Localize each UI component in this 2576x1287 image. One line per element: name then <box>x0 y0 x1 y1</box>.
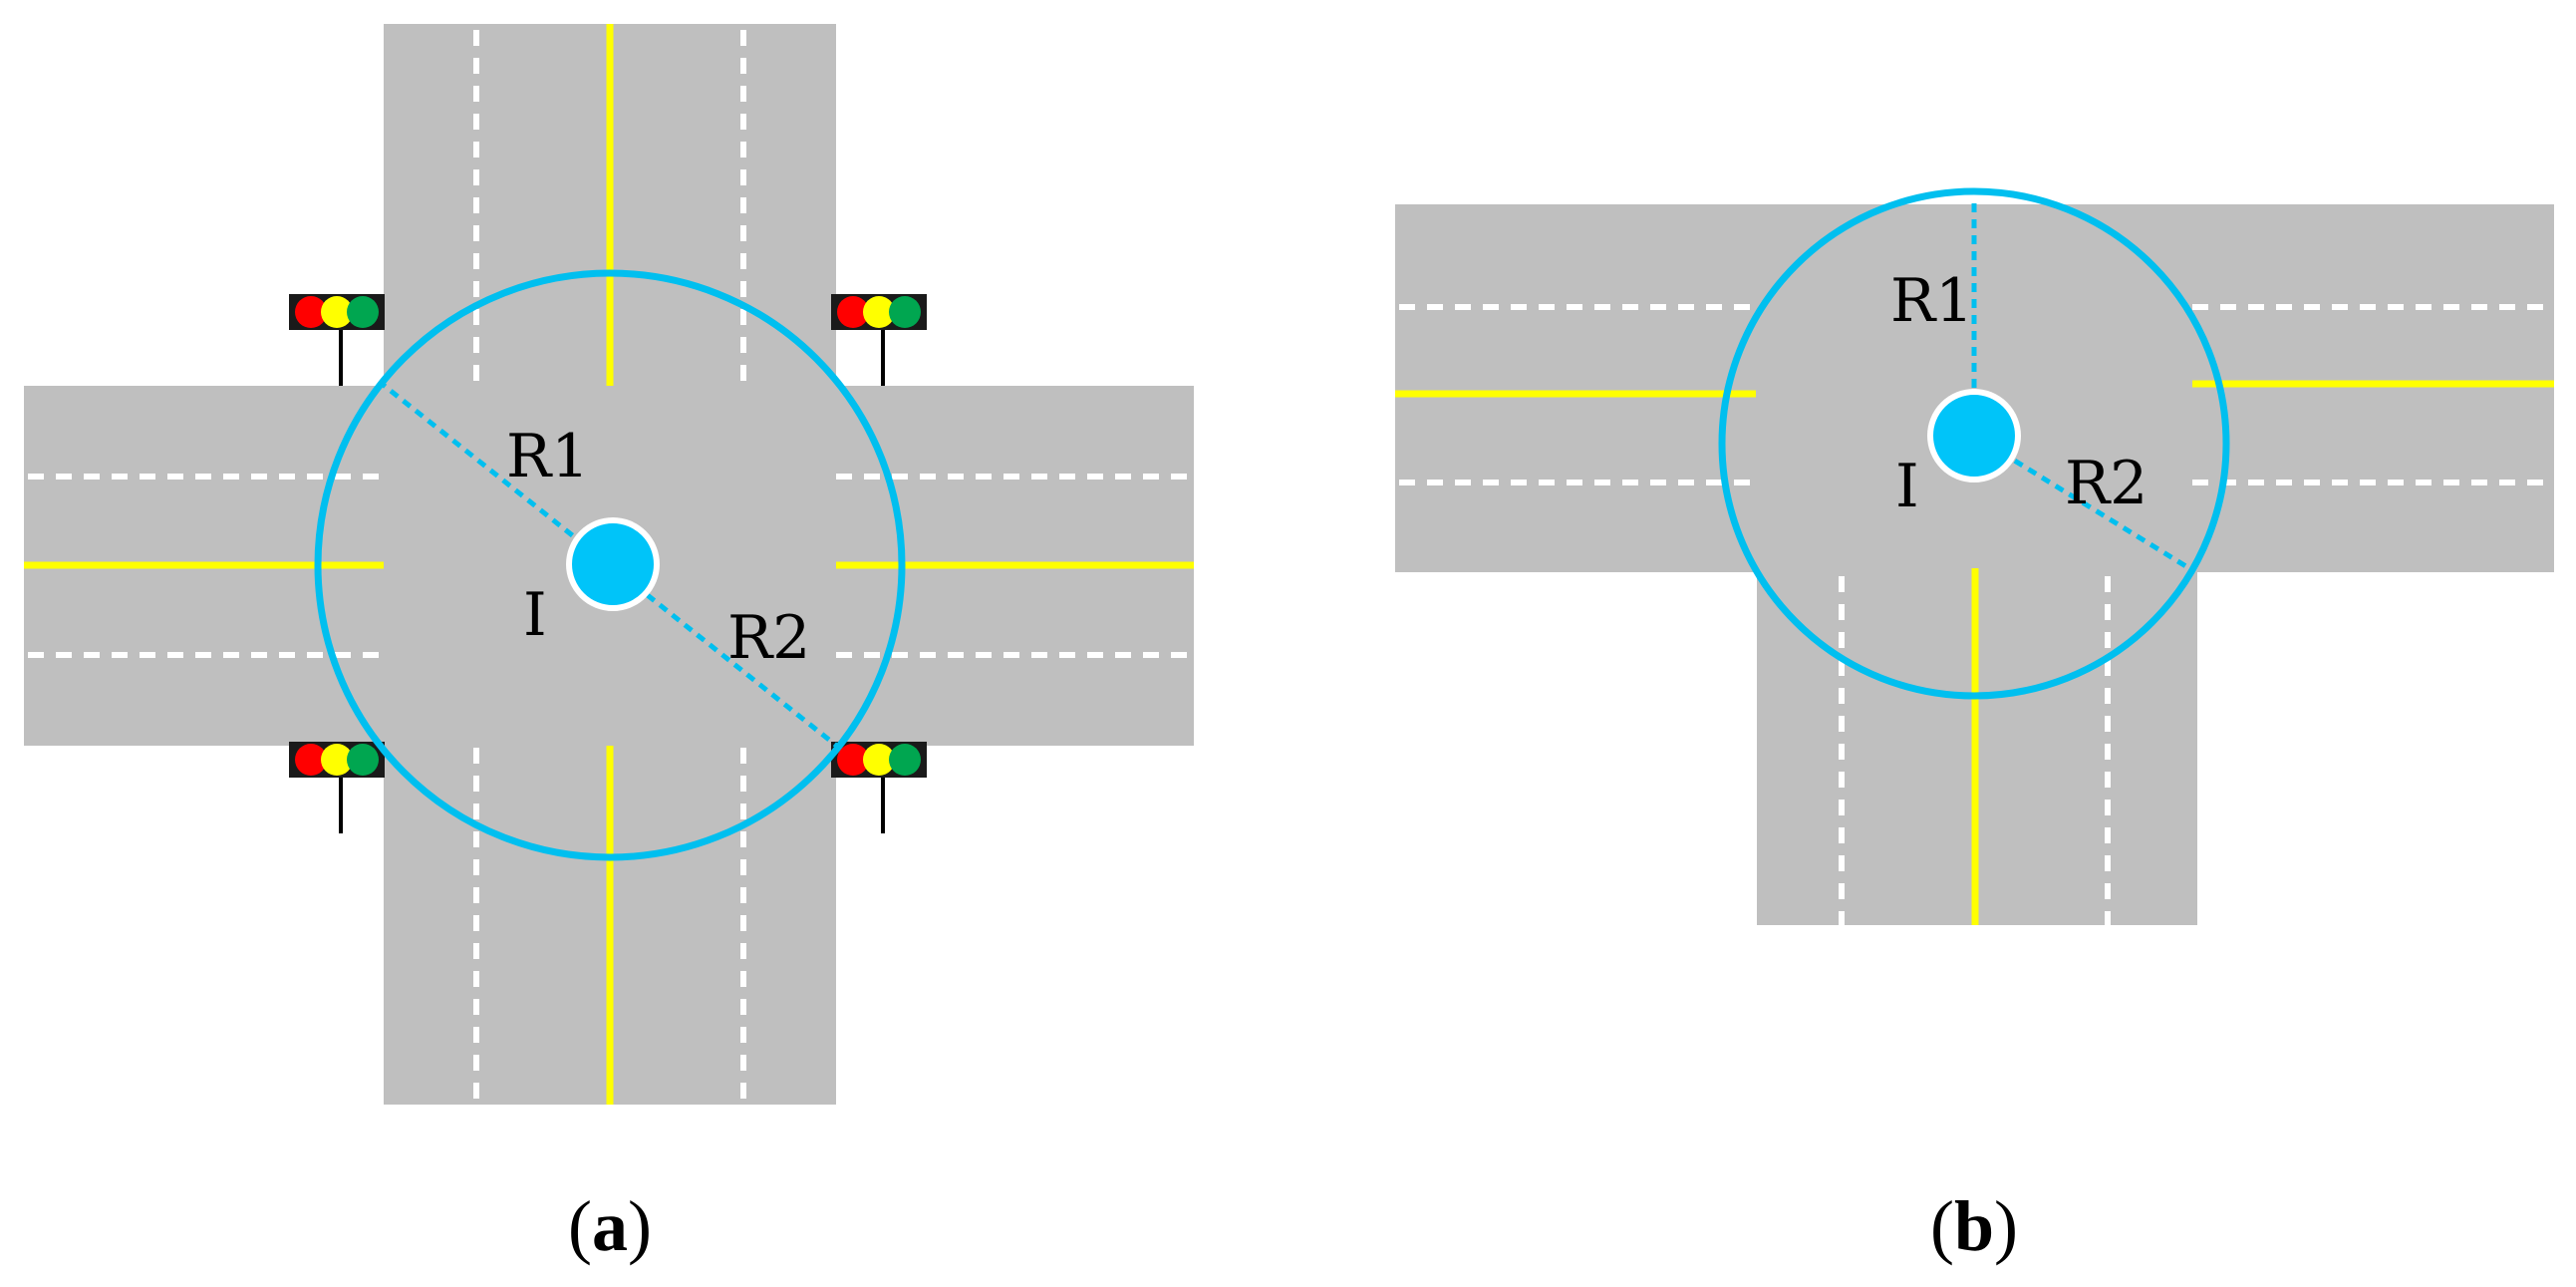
panel-a: R1 R2 I (a) <box>24 24 1194 1266</box>
traffic-light-icon <box>831 742 927 833</box>
node-i-b <box>1927 389 2021 483</box>
coverage-circle-b <box>1718 187 2230 700</box>
lane-dividers-a <box>28 30 1194 1105</box>
panel-b: R1 R2 I (b) <box>1395 187 2554 1266</box>
label-r1-b: R1 <box>1890 266 1973 336</box>
caption-b: (b) <box>1930 1186 2018 1266</box>
radius-r1-line-a <box>379 381 612 567</box>
center-lines-b <box>1395 380 2554 925</box>
radius-r2-line-b <box>1972 433 2194 573</box>
center-lines-a <box>24 24 1194 1105</box>
label-r2-a: R2 <box>727 603 810 673</box>
label-i-a: I <box>523 580 547 650</box>
label-r1-a: R1 <box>506 422 589 491</box>
label-r2-b: R2 <box>2065 449 2147 518</box>
traffic-light-icon <box>289 294 385 386</box>
caption-a: (a) <box>568 1186 652 1266</box>
traffic-light-icon <box>831 294 927 386</box>
coverage-circle-a <box>314 269 906 861</box>
label-i-b: I <box>1895 452 1919 521</box>
lane-dividers-b <box>1399 304 2551 925</box>
radius-r2-line-a <box>608 563 841 750</box>
horizontal-road-b <box>1395 204 2554 572</box>
node-i-a <box>566 517 660 611</box>
traffic-light-icon <box>289 742 385 833</box>
